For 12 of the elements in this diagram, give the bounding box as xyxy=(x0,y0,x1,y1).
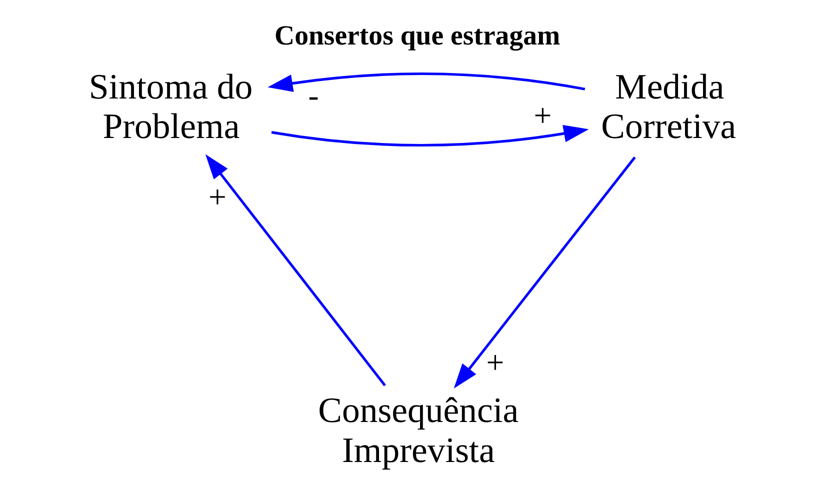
arrow xyxy=(268,72,586,92)
node-text: Medida Corretiva xyxy=(601,66,736,146)
arrow xyxy=(205,154,386,386)
node-text: Consequência Imprevista xyxy=(318,390,519,470)
edge-label: + xyxy=(534,98,552,134)
edge-label: - xyxy=(308,78,319,114)
node-text: Sintoma do Problema xyxy=(88,66,253,146)
arrow xyxy=(271,124,589,147)
arrow xyxy=(454,156,636,389)
edge-label: + xyxy=(208,179,226,214)
edge-label: + xyxy=(486,345,504,380)
diagram-title: Consertos que estragam xyxy=(274,20,560,52)
